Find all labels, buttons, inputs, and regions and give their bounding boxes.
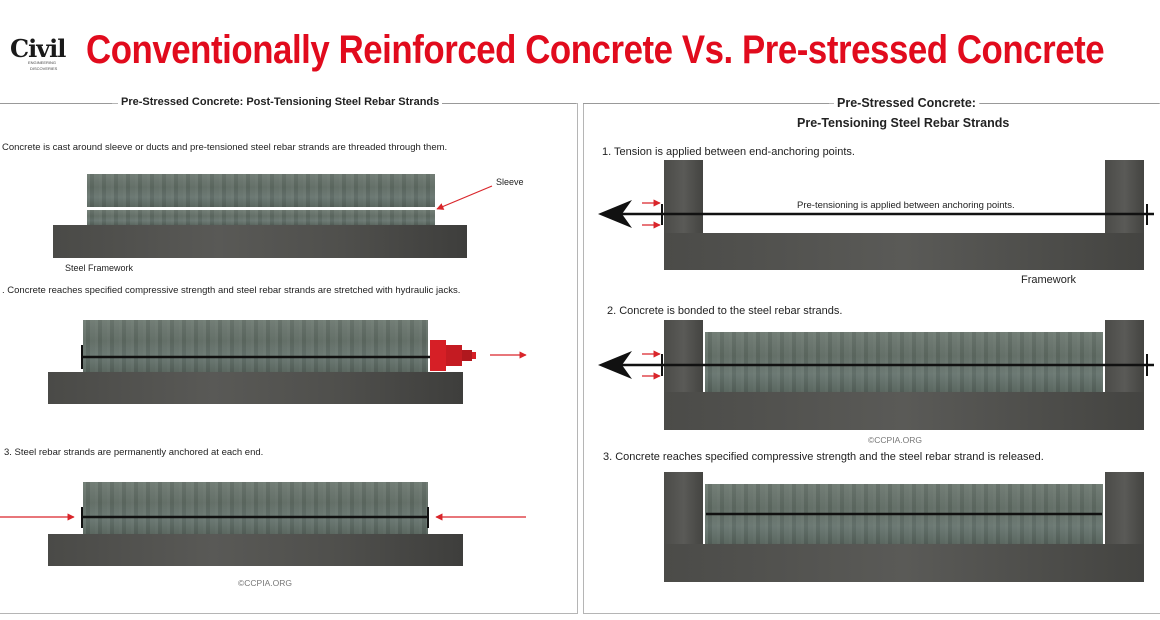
logo-text: Civil xyxy=(10,34,66,63)
left-d1-framework-label: Steel Framework xyxy=(65,263,134,273)
main-title: Conventionally Reinforced Concrete Vs. P… xyxy=(86,28,1105,72)
left-d1-sleeve-label: Sleeve xyxy=(496,177,524,187)
right-d3-gap-left xyxy=(703,484,705,544)
civil-engineering-logo: Civil ENGINEERING DISCOVERIES xyxy=(8,30,74,74)
left-panel-title: Pre-Stressed Concrete: Post-Tensioning S… xyxy=(118,96,443,108)
left-title-rule-right xyxy=(438,103,576,104)
right-panel-title-line2: Pre-Tensioning Steel Rebar Strands xyxy=(797,116,1010,130)
right-credit: ©CCPIA.ORG xyxy=(868,435,922,445)
logo-subtext-engineering: ENGINEERING xyxy=(28,60,57,65)
right-d1-framework-label: Framework xyxy=(1021,274,1077,286)
left-step-3-text: 3. Steel rebar strands are permanently a… xyxy=(4,447,264,458)
left-d1-sleeve-pointer-arrow xyxy=(436,185,493,210)
left-d1-concrete-bottom xyxy=(87,210,435,225)
left-d3-concrete xyxy=(83,482,428,534)
right-step-2-text: 2. Concrete is bonded to the steel rebar… xyxy=(607,305,843,317)
right-d1-framework-bed xyxy=(664,233,1144,270)
left-d1-steel-framework xyxy=(53,225,467,258)
right-d2-gap-right xyxy=(1103,332,1105,392)
left-d1-concrete-top xyxy=(87,174,435,207)
right-step-1-text: 1. Tension is applied between end-anchor… xyxy=(602,146,855,158)
left-title-rule-left xyxy=(0,103,112,104)
right-d3-gap-right xyxy=(1103,484,1105,544)
right-panel-title-line1: Pre-Stressed Concrete: xyxy=(834,96,979,110)
right-d2-tension-arrowhead-icon xyxy=(598,351,632,379)
right-d1-inner-note: Pre-tensioning is applied between anchor… xyxy=(797,200,1015,211)
right-title-rule-left xyxy=(583,103,829,104)
right-d3-framework-bed xyxy=(664,544,1144,582)
left-d1-sleeve-duct xyxy=(87,207,435,210)
right-title-rule-right xyxy=(980,103,1159,104)
logo-subtext-discoveries: DISCOVERIES xyxy=(30,66,58,71)
right-d2-framework-bed xyxy=(664,392,1144,430)
right-d2-concrete xyxy=(705,332,1103,392)
hydraulic-jack-icon xyxy=(430,340,476,371)
left-d3-steel-framework xyxy=(48,534,463,566)
left-d2-concrete xyxy=(83,320,428,372)
right-d2-gap-left xyxy=(703,332,705,392)
left-d2-steel-framework xyxy=(48,372,463,404)
right-d1-tension-arrowhead-icon xyxy=(598,200,632,228)
left-step-1-text: Concrete is cast around sleeve or ducts … xyxy=(2,142,448,153)
left-credit: ©CCPIA.ORG xyxy=(238,578,292,588)
right-step-3-text: 3. Concrete reaches specified compressiv… xyxy=(603,451,1044,463)
left-step-2-text: . Concrete reaches specified compressive… xyxy=(2,285,461,296)
